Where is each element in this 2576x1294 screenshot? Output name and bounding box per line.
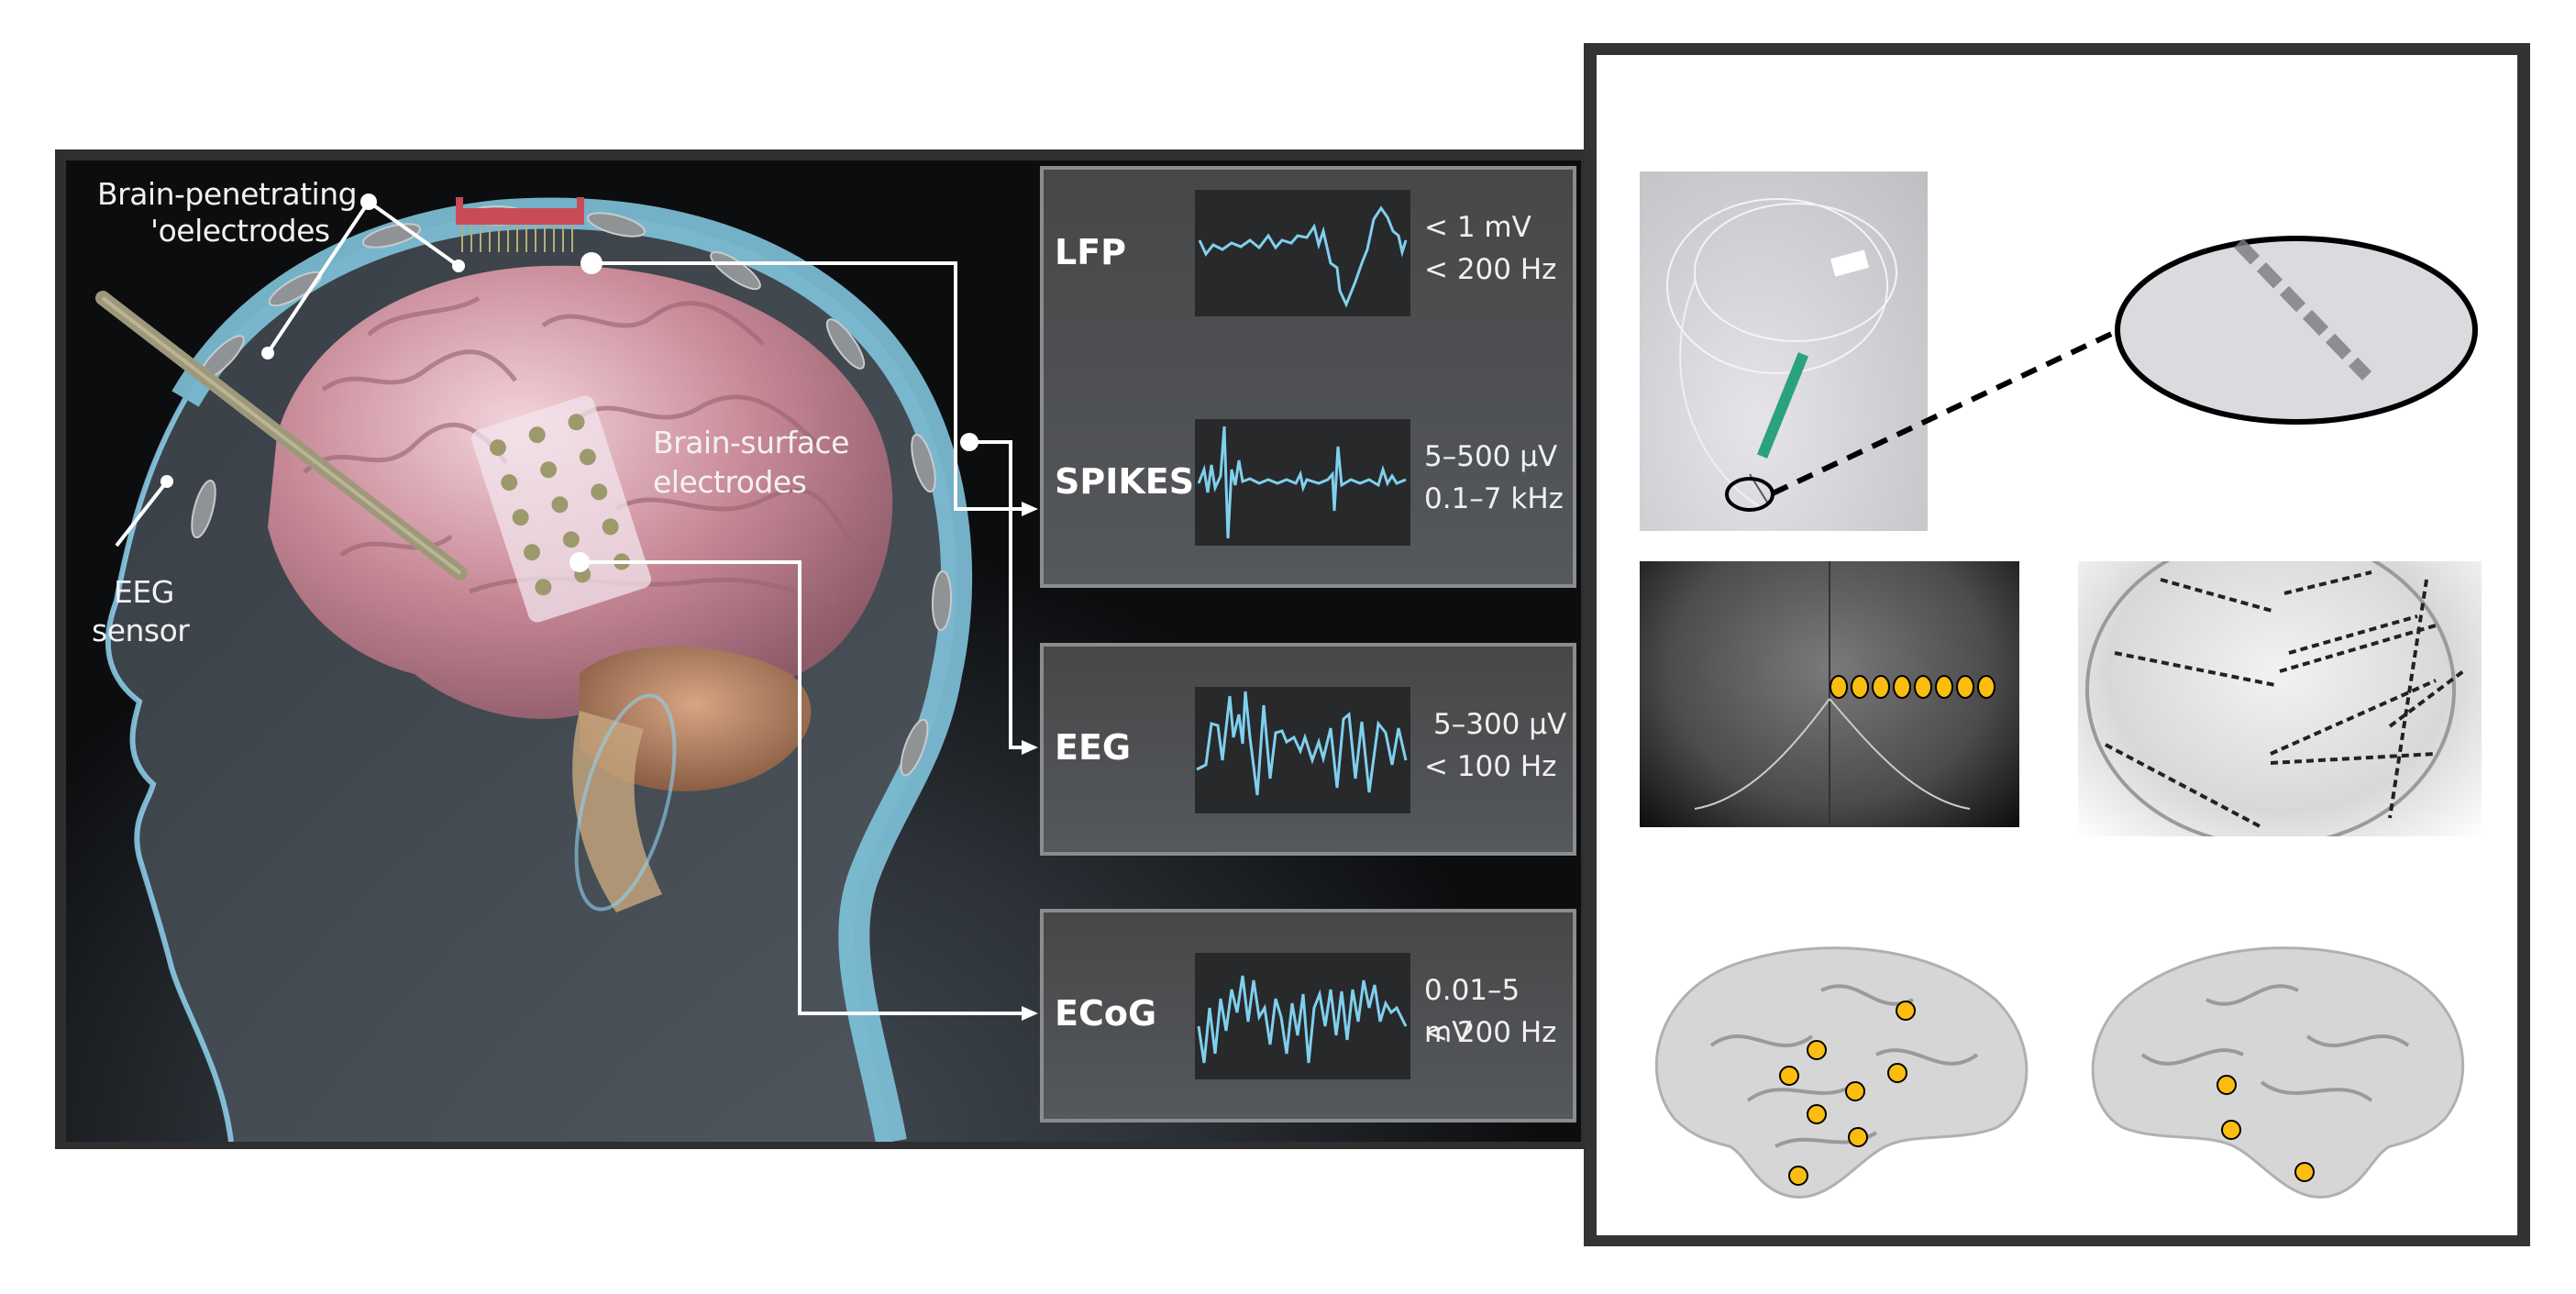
signal-name-lfp: LFP xyxy=(1055,232,1127,272)
magnified-tip-ellipse xyxy=(2115,236,2478,425)
depth-electrode-photo xyxy=(1640,171,1928,531)
right-brain-contact-dots xyxy=(2217,1075,2315,1182)
lfp-waveform xyxy=(1195,190,1410,316)
magnify-connector xyxy=(1771,236,2478,496)
ecog-grid xyxy=(471,395,651,623)
spikes-waveform xyxy=(1195,419,1410,546)
lfp-frequency: < 200 Hz xyxy=(1424,253,1557,286)
mri-coronal-image xyxy=(1640,561,2019,827)
intracortical-signals-box: LFP < 1 mV < 200 Hz SPIKES 5–500 µV 0.1–… xyxy=(1040,166,1576,588)
ecog-waveform xyxy=(1195,953,1410,1079)
clinical-images-panel xyxy=(1597,55,2517,1235)
ecog-amplitude: 0.01–5 mV xyxy=(1424,974,1520,1049)
right-hemisphere-contacts xyxy=(2064,935,2482,1211)
penetrating-label-line1: Brain-penetrating xyxy=(97,176,358,212)
eeg-amplitude: 5–300 µV xyxy=(1433,708,1567,741)
eeg-sensor-label-line2: sensor xyxy=(92,613,190,648)
surface-label-line2: electrodes xyxy=(653,464,807,500)
signal-name-eeg: EEG xyxy=(1055,727,1132,768)
eeg-sensor-label-line1: EEG xyxy=(114,574,174,610)
eeg-frequency: < 100 Hz xyxy=(1424,750,1557,783)
eeg-signal-box: EEG 5–300 µV < 100 Hz xyxy=(1040,643,1576,856)
signal-name-ecog: ECoG xyxy=(1055,993,1157,1034)
spikes-frequency: 0.1–7 kHz xyxy=(1424,482,1564,515)
left-hemisphere-contacts xyxy=(1638,935,2055,1211)
lfp-amplitude: < 1 mV xyxy=(1424,211,1531,244)
microelectrode-array xyxy=(456,208,584,225)
spikes-amplitude: 5–500 µV xyxy=(1424,440,1558,473)
depth-contact-dots xyxy=(1830,675,1996,699)
surface-label-line1: Brain-surface xyxy=(653,425,849,460)
ecog-signal-box: ECoG 0.01–5 mV < 200 Hz xyxy=(1040,909,1576,1123)
ecog-frequency: < 200 Hz xyxy=(1424,1016,1557,1049)
eeg-waveform xyxy=(1195,687,1410,813)
penetrating-label-line2: 'oelectrodes xyxy=(150,213,330,249)
signal-name-spikes: SPIKES xyxy=(1055,461,1195,502)
head-brain-graphic xyxy=(95,194,1038,1142)
tip-highlight-circle xyxy=(1725,477,1774,512)
skull-xray-image xyxy=(2078,532,2482,847)
left-brain-contact-dots xyxy=(1779,1001,1916,1186)
